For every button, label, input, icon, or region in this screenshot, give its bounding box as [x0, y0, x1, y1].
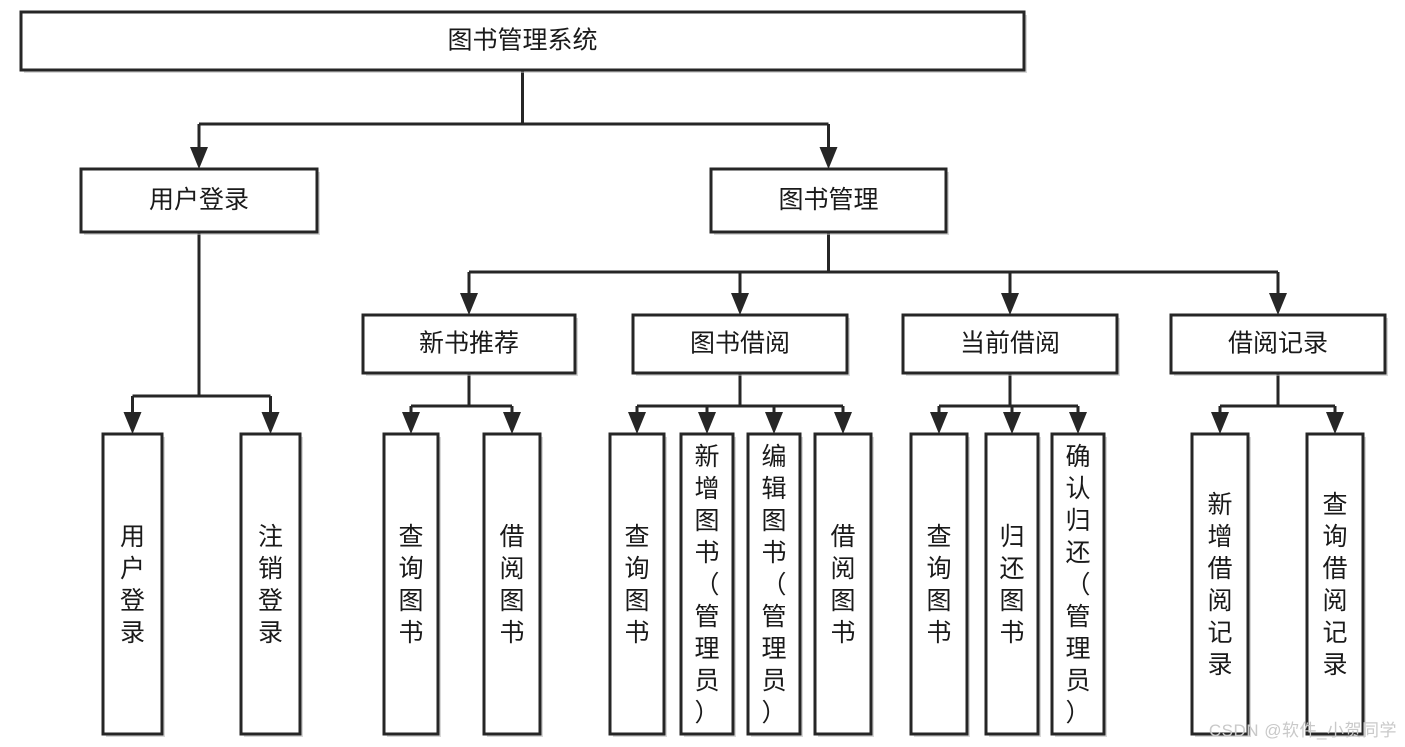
node-layer: 图书管理系统用户登录图书管理新书推荐图书借阅当前借阅借阅记录用户登录注销登录查询… — [19, 10, 1388, 737]
node-root[interactable]: 图书管理系统 — [19, 10, 1027, 73]
node-leaf-return-book[interactable]: 归还图书 — [984, 432, 1041, 737]
node-leaf-user-login[interactable]: 用户登录 — [101, 432, 165, 737]
arrow-head-icon — [1211, 412, 1229, 434]
node-label: 新书推荐 — [419, 330, 519, 358]
node-label: 查询借阅记录 — [1322, 491, 1347, 679]
node-label: 用户登录 — [120, 523, 145, 647]
node-leaf-logout-login[interactable]: 注销登录 — [239, 432, 303, 737]
node-label: 图书管理系统 — [447, 27, 597, 55]
node-label: 归还图书 — [999, 523, 1024, 647]
arrow-head-icon — [930, 412, 948, 434]
node-leaf-query-book-current[interactable]: 查询图书 — [909, 432, 970, 737]
node-leaf-confirm-return-admin[interactable]: 确认归还（管理员） — [1050, 432, 1107, 737]
node-leaf-borrow-book-borrow[interactable]: 借阅图书 — [813, 432, 874, 737]
arrow-head-icon — [1069, 412, 1087, 434]
arrow-head-icon — [628, 412, 646, 434]
arrow-head-icon — [834, 412, 852, 434]
node-label: 查询图书 — [398, 523, 423, 647]
arrow-head-icon — [503, 412, 521, 434]
arrow-head-icon — [1326, 412, 1344, 434]
node-label: 当前借阅 — [960, 330, 1060, 358]
node-leaf-query-book-borrow[interactable]: 查询图书 — [608, 432, 667, 737]
arrow-head-icon — [123, 412, 142, 434]
node-leaf-add-book-admin[interactable]: 新增图书（管理员） — [679, 432, 736, 737]
arrow-head-icon — [1003, 412, 1021, 434]
node-label: 图书管理 — [778, 186, 878, 214]
node-leaf-add-borrow-record[interactable]: 新增借阅记录 — [1190, 432, 1251, 737]
node-user-login[interactable]: 用户登录 — [79, 167, 320, 235]
node-label: 借阅图书 — [499, 523, 524, 647]
arrow-head-icon — [731, 293, 749, 315]
node-book-management[interactable]: 图书管理 — [709, 167, 949, 235]
node-leaf-query-book-new[interactable]: 查询图书 — [382, 432, 441, 737]
node-leaf-borrow-book-new[interactable]: 借阅图书 — [482, 432, 543, 737]
node-new-book-recommend[interactable]: 新书推荐 — [361, 313, 578, 376]
arrow-head-icon — [698, 412, 716, 434]
node-label: 新增借阅记录 — [1207, 491, 1232, 679]
arrow-head-icon — [819, 147, 838, 169]
node-borrow-record[interactable]: 借阅记录 — [1169, 313, 1388, 376]
csdn-watermark: CSDN @软件_小贺同学 — [1208, 721, 1397, 740]
node-label: 借阅记录 — [1228, 330, 1328, 358]
node-leaf-query-borrow-record[interactable]: 查询借阅记录 — [1305, 432, 1366, 737]
node-label: 图书借阅 — [690, 330, 790, 358]
arrow-head-icon — [1001, 293, 1019, 315]
arrow-head-icon — [460, 293, 478, 315]
node-label: 注销登录 — [258, 523, 283, 647]
node-label: 确认归还（管理员） — [1065, 443, 1090, 727]
arrow-head-icon — [190, 147, 208, 169]
node-book-borrow[interactable]: 图书借阅 — [631, 313, 850, 376]
arrow-head-icon — [765, 412, 783, 434]
node-label: 查询图书 — [624, 523, 649, 647]
node-label: 借阅图书 — [830, 523, 855, 647]
arrow-head-icon — [402, 412, 420, 434]
node-label: 查询图书 — [926, 523, 951, 647]
connector-layer — [123, 70, 1344, 434]
node-label: 用户登录 — [149, 186, 249, 214]
node-current-borrow[interactable]: 当前借阅 — [901, 313, 1120, 376]
node-label: 新增图书（管理员） — [694, 443, 719, 727]
node-leaf-edit-book-admin[interactable]: 编辑图书（管理员） — [746, 432, 803, 737]
node-label: 编辑图书（管理员） — [761, 443, 786, 727]
arrow-head-icon — [1269, 293, 1287, 315]
arrow-head-icon — [261, 412, 280, 434]
